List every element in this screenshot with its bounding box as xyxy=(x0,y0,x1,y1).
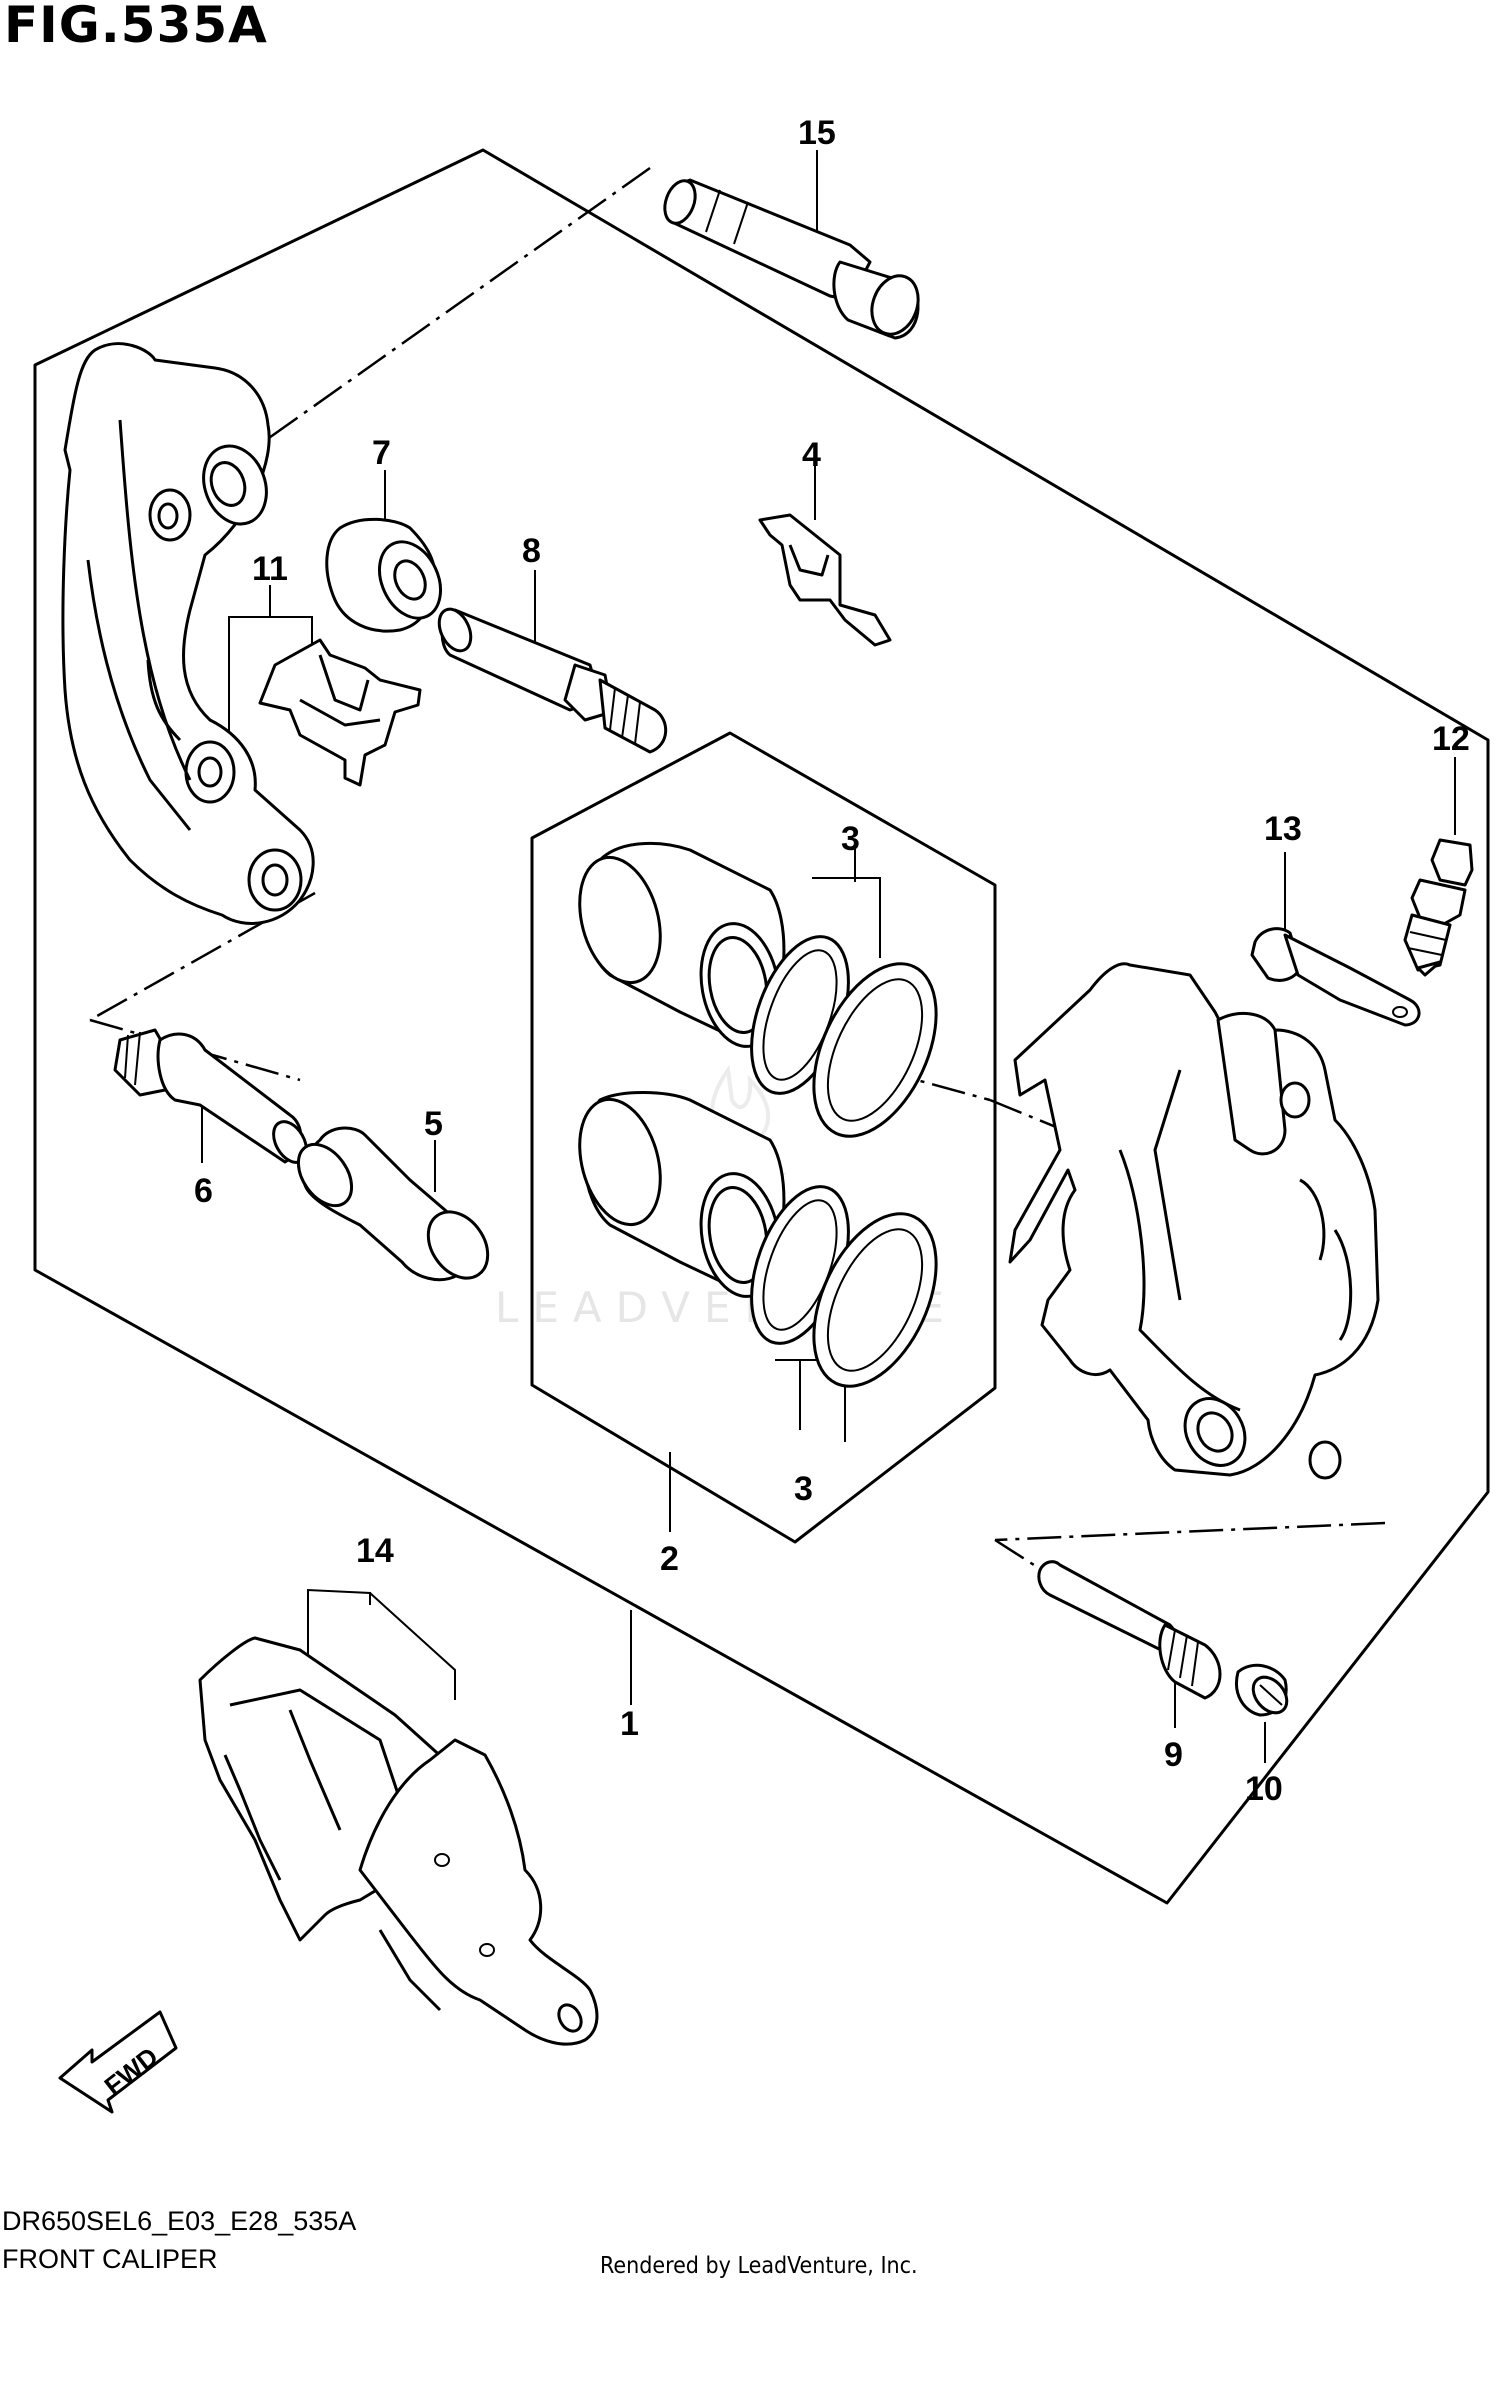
callout-11: 11 xyxy=(252,550,288,588)
piston-seal-lower xyxy=(750,1185,938,1388)
diagram-name: FRONT CALIPER xyxy=(2,2244,218,2274)
callout-15: 15 xyxy=(798,114,836,152)
forward-direction-arrow: FWD xyxy=(58,2010,178,2114)
pad-spring-clip xyxy=(758,513,892,647)
callout-10: 10 xyxy=(1245,1770,1283,1808)
callout-3-upper: 3 xyxy=(841,820,860,858)
caliper-pin-plug xyxy=(1235,1663,1289,1717)
caliper-pin xyxy=(113,1028,308,1164)
render-credit: Rendered by LeadVenture, Inc. xyxy=(600,2253,918,2279)
caliper-body xyxy=(1008,962,1380,1480)
pad-retainer-clip xyxy=(258,638,422,787)
piston-kit-outline xyxy=(530,731,997,1544)
callout-2: 2 xyxy=(660,1540,679,1578)
caliper-assembly-outline xyxy=(33,148,1490,1905)
callout-6: 6 xyxy=(194,1172,213,1210)
caliper-pin-boot xyxy=(296,1126,490,1282)
caliper-pad-pin xyxy=(1037,1560,1222,1700)
callout-7: 7 xyxy=(372,434,391,472)
caliper-mounting-bracket xyxy=(61,342,315,925)
callout-leaders xyxy=(201,150,1456,1770)
callout-1: 1 xyxy=(620,1705,639,1743)
callout-14: 14 xyxy=(356,1532,394,1570)
callout-4: 4 xyxy=(802,436,821,474)
callout-3-lower: 3 xyxy=(794,1470,813,1508)
slide-pin-boot xyxy=(325,517,442,633)
callout-5: 5 xyxy=(424,1105,443,1143)
caliper-slide-pin xyxy=(437,607,668,754)
callout-12: 12 xyxy=(1432,720,1470,758)
bleeder-valve xyxy=(1403,838,1474,977)
callout-9: 9 xyxy=(1164,1736,1183,1774)
diagram-code: DR650SEL6_E03_E28_535A xyxy=(2,2206,357,2236)
callout-8: 8 xyxy=(522,532,541,570)
brake-pad-set xyxy=(198,1636,599,2046)
callout-13: 13 xyxy=(1264,810,1302,848)
bleeder-valve-cap xyxy=(1250,927,1421,1027)
caliper-bracket-bolt xyxy=(663,178,920,340)
figure-title: FIG.535A xyxy=(4,0,268,54)
piston-seal-upper xyxy=(750,935,938,1138)
